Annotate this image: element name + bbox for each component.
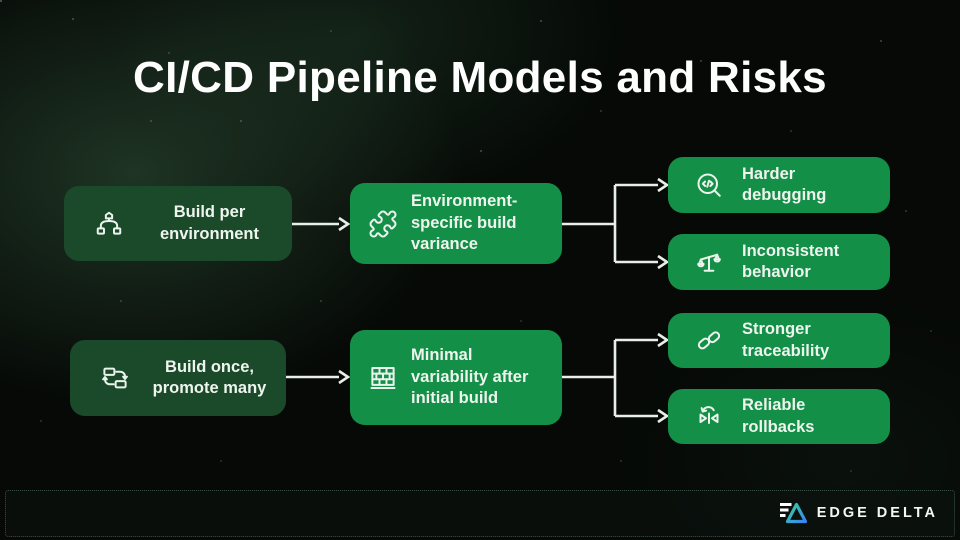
hierarchy-icon	[94, 209, 124, 239]
edge-delta-logo: EDGE DELTA	[779, 501, 938, 524]
box-label: Reliable rollbacks	[742, 396, 815, 436]
outcome-box-inconsistent-behavior: Inconsistent behavior	[668, 234, 890, 290]
cause-box-environment-variance: Environment- specific build variance	[350, 183, 562, 264]
box-label: Inconsistent behavior	[742, 241, 840, 281]
brand-name: EDGE DELTA	[816, 504, 938, 521]
scales-icon	[694, 247, 724, 277]
outcome-box-harder-debugging: Harder debugging	[668, 157, 890, 213]
puzzle-icon	[368, 209, 398, 239]
code-search-icon	[694, 170, 724, 200]
outcome-box-reliable-rollbacks: Reliable rollbacks	[668, 389, 890, 444]
footer-dotted-band	[5, 490, 955, 537]
promote-cycle-icon	[100, 363, 130, 393]
box-label: Build once, promote many	[152, 357, 267, 397]
cause-box-minimal-variability: Minimal variability after initial build	[350, 330, 562, 425]
box-label: Environment- specific build variance	[411, 192, 518, 254]
box-label: Stronger traceability	[742, 320, 830, 360]
box-label: Harder debugging	[742, 164, 827, 204]
starfield-decoration	[0, 0, 2, 2]
model-box-build-per-environment: Build per environment	[64, 186, 292, 261]
box-label: Build per environment	[159, 203, 260, 243]
chain-link-icon	[694, 326, 724, 356]
page-title: CI/CD Pipeline Models and Risks	[133, 53, 827, 102]
edge-delta-logo-mark-icon	[779, 501, 807, 524]
outcome-box-stronger-traceability: Stronger traceability	[668, 313, 890, 368]
rollback-icon	[694, 402, 724, 432]
box-label: Minimal variability after initial build	[411, 346, 529, 408]
model-box-build-once-promote-many: Build once, promote many	[70, 340, 286, 416]
brick-wall-icon	[368, 363, 398, 393]
